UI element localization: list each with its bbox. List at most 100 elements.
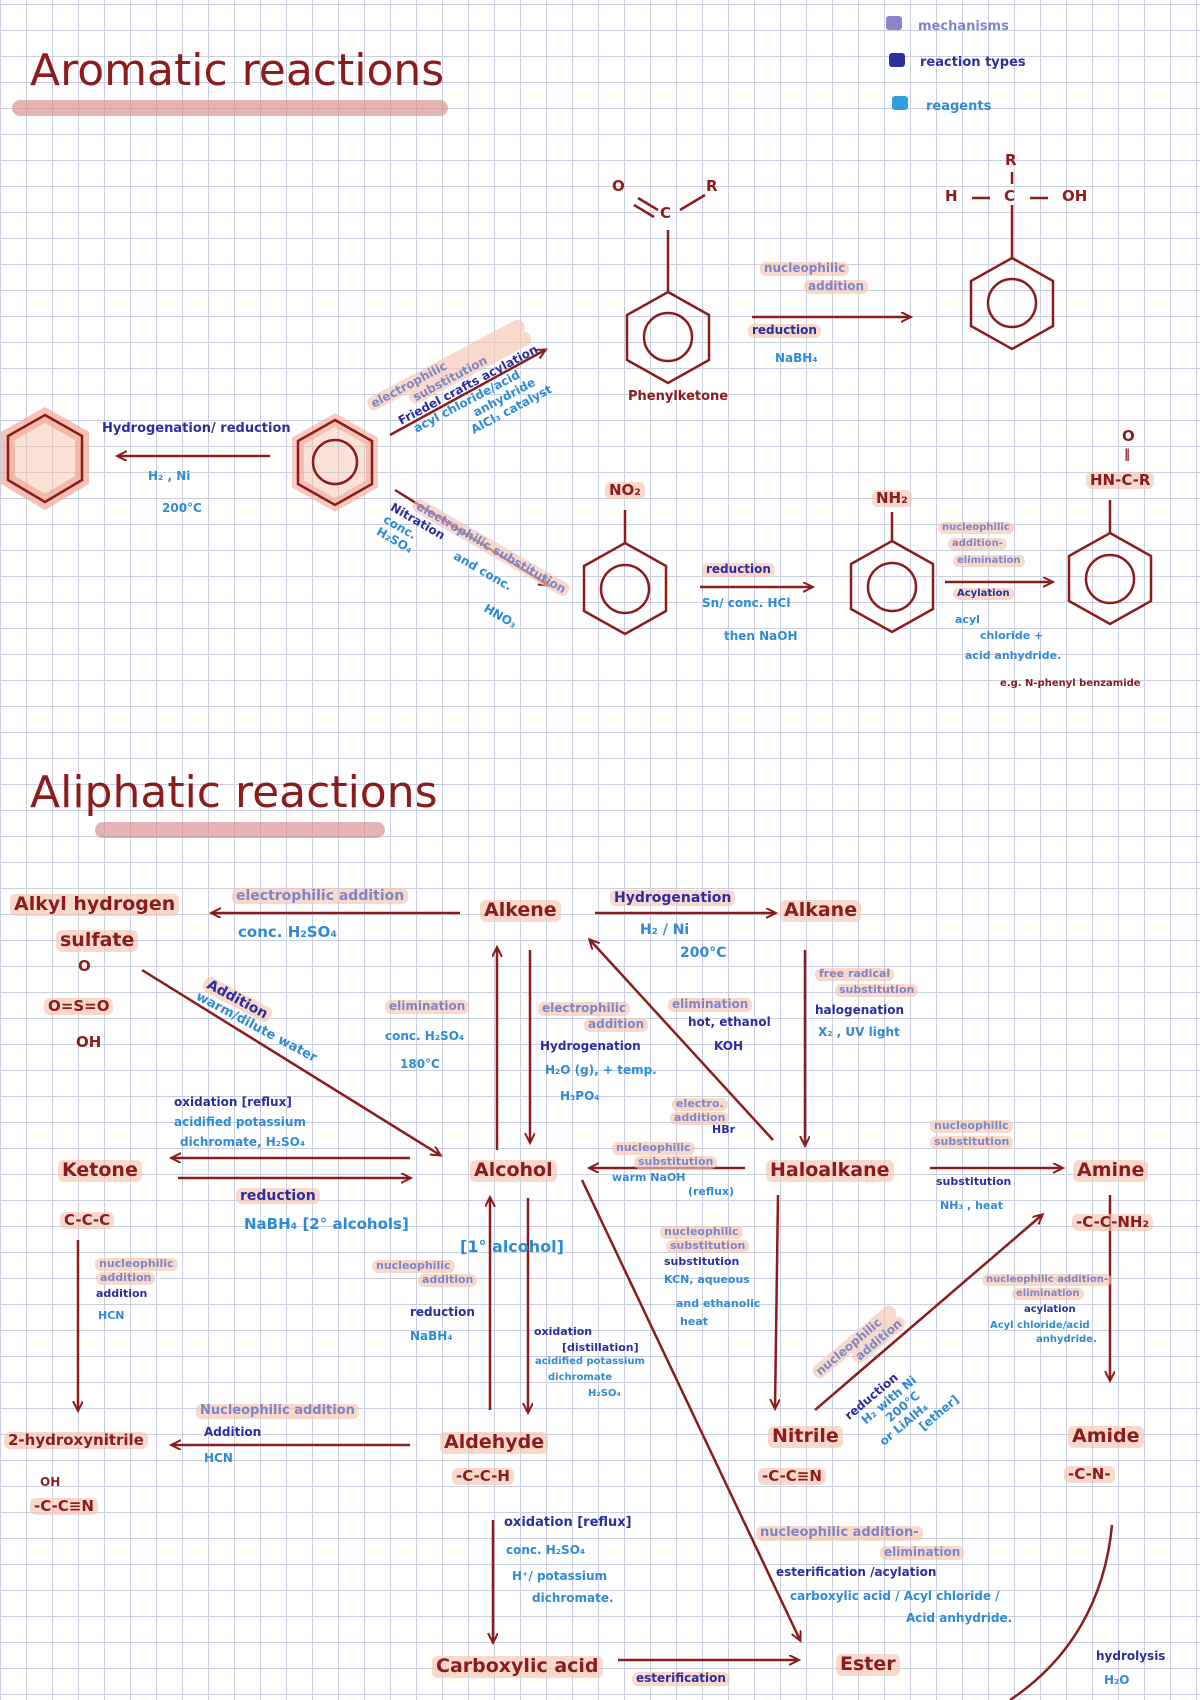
- node-carboxylic-acid: Carboxylic acid: [432, 1655, 603, 1678]
- node-ester: Ester: [836, 1653, 900, 1676]
- lbl-180c: 180°C: [400, 1057, 440, 1071]
- lbl-h2o: H₂O: [1104, 1673, 1130, 1687]
- lbl-elim-reagent: conc. H₂SO₄: [385, 1029, 465, 1043]
- lbl-hyd2-reagent-1: H₂O (g), + temp.: [545, 1063, 657, 1077]
- lbl-ester-r2: Acid anhydride.: [906, 1611, 1013, 1625]
- lbl-acyl-am-r1: Acyl chloride/acid: [990, 1320, 1090, 1331]
- lbl-reduction-a: reduction: [410, 1305, 475, 1319]
- node-sulfate: sulfate: [56, 929, 139, 952]
- sulfate-formula: O=S=O: [44, 997, 114, 1016]
- lbl-reflux: (reflux): [688, 1185, 735, 1198]
- lbl-nabh4-secondary: NaBH₄ [2° alcohols]: [244, 1215, 409, 1233]
- lbl-nsub3-2: substitution: [666, 1239, 750, 1253]
- node-alkene: Alkene: [480, 899, 561, 922]
- alcohol-c: C: [1004, 187, 1016, 205]
- lbl-oxr-r1: conc. H₂SO₄: [506, 1543, 586, 1557]
- ketone-c: C: [660, 204, 672, 222]
- ketone-formula: C-C-C: [60, 1211, 115, 1230]
- nitro-group: NO₂: [605, 481, 645, 500]
- lbl-nadd-k2: addition: [96, 1271, 156, 1285]
- benzene-ring-aniline: [849, 512, 935, 634]
- benzene-ring-alcohol: [969, 225, 1055, 351]
- lbl-hcn-aldehyde: HCN: [204, 1451, 233, 1465]
- lbl-h2-ni: H₂ / Ni: [640, 922, 690, 938]
- node-alkane: Alkane: [780, 899, 862, 922]
- lbl-nsub-2: substitution: [634, 1155, 718, 1169]
- benzene-ring-cyclohexane: [0, 406, 89, 511]
- acylation-mech-1: nucleophilic: [938, 522, 1014, 534]
- lbl-oxidation-reflux: oxidation [reflux]: [174, 1095, 292, 1109]
- lbl-warm-naoh: warm NaOH: [612, 1171, 686, 1184]
- sulfate-o-top: O: [78, 957, 91, 975]
- amino-group: NH₂: [872, 489, 912, 508]
- lbl-nsub-1: nucleophilic: [612, 1141, 695, 1155]
- node-haloalkane: Haloalkane: [766, 1159, 894, 1182]
- alcohol-r: R: [1005, 151, 1017, 169]
- lbl-esterification-acylation: esterification /acylation: [776, 1565, 937, 1579]
- lbl-hcn-k: HCN: [98, 1309, 125, 1322]
- hydroxynitrile-oh: OH: [40, 1475, 61, 1489]
- node-alcohol: Alcohol: [470, 1159, 557, 1182]
- amide-frag-o: O: [1122, 427, 1135, 445]
- lbl-200c: 200°C: [680, 945, 727, 961]
- legend-swatch-reagents: [892, 96, 908, 110]
- lbl-koh: KOH: [714, 1039, 744, 1053]
- lbl-hyd2-reagent-2: H₃PO₄: [560, 1089, 600, 1103]
- legend-swatch-mechanisms: [886, 16, 902, 30]
- lbl-elimination-2: elimination: [668, 997, 753, 1012]
- lbl-elimination: elimination: [385, 999, 470, 1014]
- lbl-acylation-amide: acylation: [1024, 1304, 1076, 1315]
- lbl-nsub3-1: nucleophilic: [660, 1225, 743, 1239]
- lbl-hydrogenation: Hydrogenation: [610, 890, 736, 907]
- lbl-acyl-am-r2: anhydride.: [1036, 1334, 1097, 1345]
- benzene-ring-phenylketone: [625, 230, 711, 385]
- benzene-ring-amide: [1067, 500, 1153, 626]
- lbl-nae-e1: nucleophilic addition-: [756, 1525, 923, 1541]
- lbl-electro: electro.: [672, 1097, 728, 1111]
- lbl-uv-light: X₂ , UV light: [818, 1025, 900, 1039]
- acylation-reagent-3: acid anhydride.: [965, 649, 1062, 662]
- lbl-nsub4-2: substitution: [930, 1135, 1014, 1149]
- lbl-esterification: esterification: [632, 1671, 730, 1686]
- title-underline: [12, 100, 448, 116]
- benzene-ring-nitrobenzene: [582, 510, 668, 636]
- aliphatic-title: Aliphatic reactions: [30, 767, 438, 818]
- phenylketone-label: Phenylketone: [628, 389, 729, 404]
- lbl-oxr-r2: H⁺/ potassium: [512, 1569, 608, 1583]
- lbl-kcn: KCN, aqueous: [664, 1273, 750, 1286]
- lbl-nh3-heat: NH₃ , heat: [940, 1199, 1004, 1212]
- lbl-heat: heat: [680, 1315, 708, 1328]
- acylation-example: e.g. N-phenyl benzamide: [1000, 678, 1141, 689]
- amide-frag-formula: HN-C-R: [1086, 471, 1155, 490]
- lbl-hot-ethanol: hot, ethanol: [688, 1015, 771, 1029]
- alcohol-oh: OH: [1062, 187, 1088, 205]
- amide-frag-bond: ‖: [1124, 447, 1130, 461]
- lbl-nadd-aldehyde: Nucleophilic addition: [196, 1403, 359, 1419]
- nuc-add-mech-2: addition: [804, 279, 869, 294]
- nuc-add-mech-1: nucleophilic: [760, 261, 850, 276]
- nitro-reduction-label: reduction: [702, 562, 775, 577]
- nitro-reduction-reagent-1: Sn/ conc. HCl: [702, 596, 791, 610]
- lbl-add-aldehyde: Addition: [204, 1425, 262, 1439]
- sulfate-oh: OH: [76, 1033, 102, 1051]
- lbl-nae-1: nucleophilic addition-: [982, 1274, 1113, 1286]
- lbl-distillation: [distillation]: [562, 1341, 639, 1354]
- lbl-dichromate: dichromate, H₂SO₄: [180, 1135, 306, 1149]
- lbl-nae-e2: elimination: [880, 1545, 965, 1560]
- lbl-hbr: HBr: [712, 1123, 736, 1136]
- lbl-ester-r1: carboxylic acid / Acyl chloride /: [790, 1589, 1000, 1603]
- lbl-oxd-r3: H₂SO₄: [588, 1388, 621, 1399]
- node-nitrile: Nitrile: [768, 1425, 843, 1448]
- lbl-hydrogenation-2: Hydrogenation: [540, 1039, 641, 1053]
- acylation-mech-3: elimination: [953, 555, 1025, 567]
- lbl-conc-h2so4: conc. H₂SO₄: [238, 923, 337, 941]
- aldehyde-formula: -C-C-H: [452, 1467, 514, 1486]
- ketone-o: O: [612, 177, 625, 195]
- lbl-oxidation: oxidation: [534, 1325, 593, 1338]
- reduction-label: reduction: [748, 323, 821, 338]
- lbl-oxd-r2: dichromate: [548, 1372, 613, 1383]
- lbl-halogenation: halogenation: [815, 1003, 905, 1017]
- hydrogenation-reagent: H₂ , Ni: [148, 469, 191, 483]
- lbl-nsub3-3: substitution: [664, 1255, 740, 1268]
